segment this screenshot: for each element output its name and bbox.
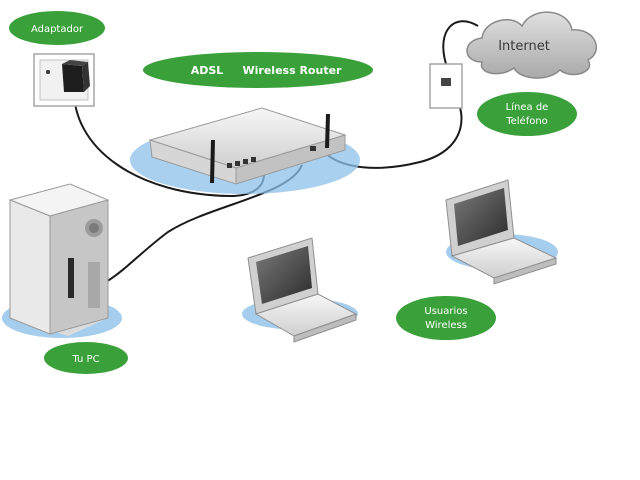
badges — [9, 11, 577, 374]
router-label-wireless: Wireless Router — [243, 64, 343, 77]
wireless-users-label-1: Usuarios — [424, 306, 467, 317]
desktop-pc-icon — [2, 183, 122, 338]
phone-line-badge — [477, 92, 577, 136]
wireless-users-label-2: Wireless — [425, 320, 467, 331]
router-icon — [130, 107, 360, 194]
power-adapter-icon — [33, 53, 95, 107]
wireless-users-badge — [396, 296, 496, 340]
adapter-badge — [9, 11, 105, 45]
internet-cloud-icon — [466, 11, 598, 79]
internet-label: Internet — [498, 39, 550, 54]
router-label-adsl: ADSL — [191, 64, 224, 77]
adapter-label: Adaptador — [31, 24, 84, 35]
phone-line-label-1: Línea de — [506, 101, 549, 113]
phone-jack-icon — [429, 63, 463, 109]
router-badge — [143, 52, 373, 88]
laptop-icon — [445, 179, 558, 285]
phone-line-label-2: Teléfono — [505, 115, 548, 127]
cloud-link-cable — [442, 20, 479, 65]
laptop-icon — [242, 237, 358, 343]
pc-badge — [44, 342, 128, 374]
pc-label: Tu PC — [71, 354, 99, 365]
